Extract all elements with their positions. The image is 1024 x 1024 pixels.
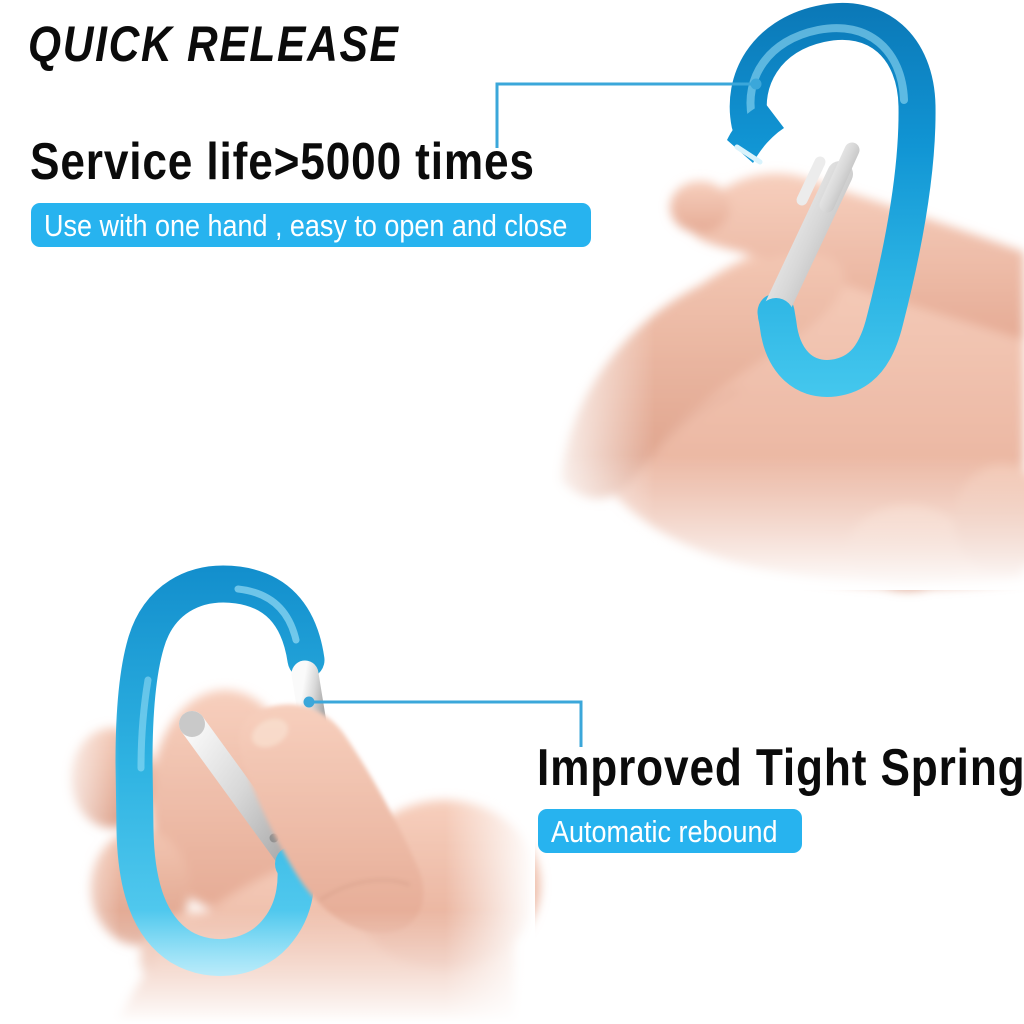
feature-banner-one-hand-text: Use with one hand , easy to open and clo…: [44, 207, 568, 243]
feature-heading-tight-spring: Improved Tight Spring: [537, 739, 1024, 797]
callout-line-bottom: [309, 700, 583, 747]
photo-top-right: [540, 0, 1024, 590]
gate-hinge: [758, 298, 794, 334]
page-title: QUICK RELEASE: [28, 16, 400, 72]
callout-dot-top: [750, 78, 762, 90]
callout-dot-bottom: [303, 696, 315, 708]
feature-banner-rebound: Automatic rebound: [538, 809, 802, 853]
photo-bottom-left: [40, 555, 540, 1024]
gate-spring-pin: [819, 142, 860, 213]
feature-banner-rebound-text: Automatic rebound: [551, 813, 778, 849]
callout-line-top: [495, 82, 756, 148]
feature-heading-service-life: Service life>5000 times: [30, 133, 535, 191]
feature-banner-one-hand: Use with one hand , easy to open and clo…: [31, 203, 591, 247]
pressing-finger: [239, 704, 424, 934]
carabiner-top-right: [727, 2, 936, 397]
